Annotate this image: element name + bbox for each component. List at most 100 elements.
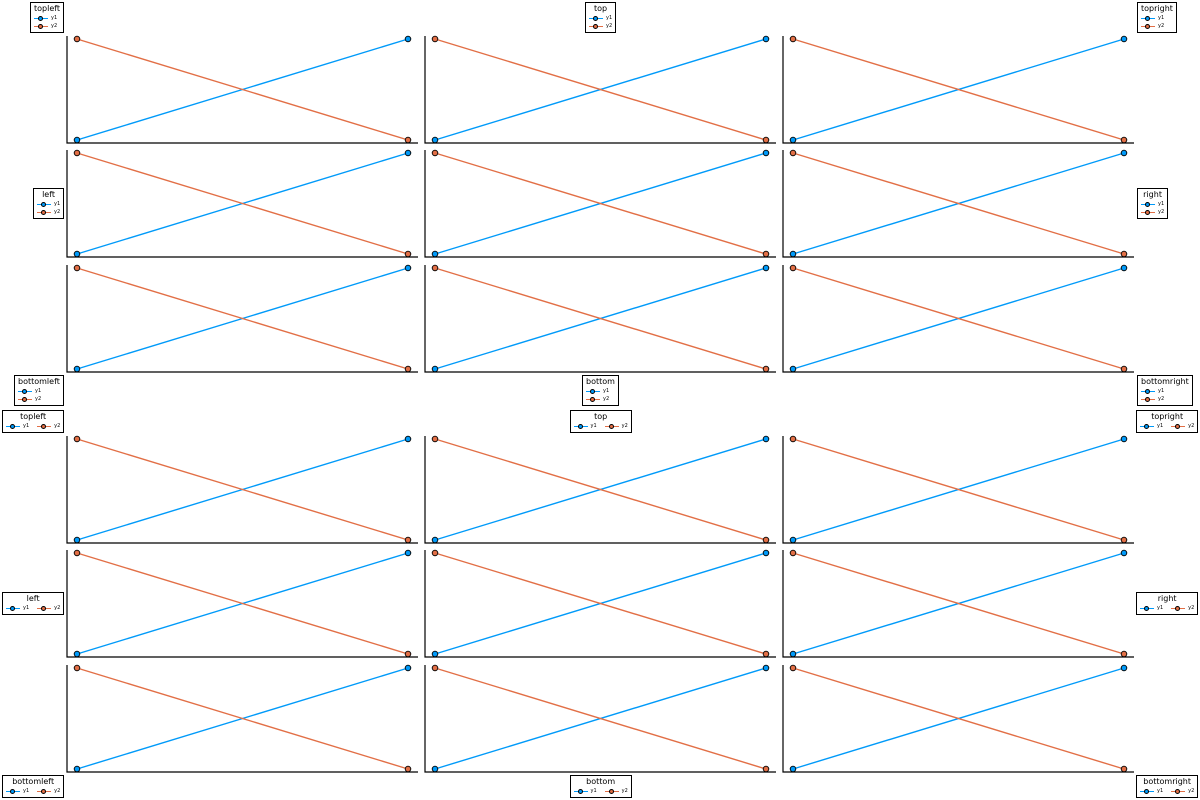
data-point-y1-2 — [404, 435, 412, 443]
legend-marker-icon — [6, 787, 20, 795]
legend-marker-icon — [1140, 787, 1154, 795]
data-point-y1-2 — [404, 264, 412, 272]
legend-entry-y2: y2 — [604, 422, 628, 430]
data-point-y1-1 — [73, 536, 81, 544]
legend-label: y2 — [1158, 23, 1165, 29]
data-point-y1-2 — [404, 549, 412, 557]
data-point-y2-1 — [789, 664, 797, 672]
subplot-horizontal-legends-topright — [782, 435, 1134, 544]
data-point-y2-2 — [1120, 536, 1128, 544]
legend-marker-icon — [573, 422, 588, 430]
series-line-y2 — [76, 152, 409, 255]
data-point-y1-1 — [789, 765, 797, 773]
data-point-y2-1 — [789, 549, 797, 557]
series-line-y2 — [434, 438, 767, 541]
legend-label: y2 — [606, 23, 613, 29]
legend-title: bottom — [586, 777, 616, 786]
legend-entry-y1: y1 — [589, 14, 612, 22]
data-point-y2-1 — [73, 549, 81, 557]
legend-title: top — [594, 412, 608, 421]
data-point-y2-1 — [789, 264, 797, 272]
legend-label: y1 — [1157, 423, 1164, 429]
data-point-y1-1 — [789, 365, 797, 373]
legend-entry-y1: y1 — [6, 422, 29, 430]
axis-frame — [424, 436, 776, 544]
subplot-horizontal-legends-left — [66, 549, 418, 658]
legend-entry-y2: y2 — [37, 422, 60, 430]
legend-label: y1 — [1158, 15, 1165, 21]
subplot-vertical-legends-topright — [782, 35, 1134, 144]
subplot-vertical-legends-topleft — [66, 35, 418, 144]
series-line-y2 — [434, 38, 767, 141]
legend-label: y2 — [621, 788, 628, 794]
legend-label: y1 — [603, 388, 610, 394]
legend-marker-icon — [37, 208, 51, 216]
data-point-y1-1 — [73, 365, 81, 373]
data-point-y2-1 — [73, 149, 81, 157]
data-point-y2-2 — [762, 650, 770, 658]
data-point-y1-1 — [73, 650, 81, 658]
legend-label: y1 — [1157, 605, 1164, 611]
legend-marker-icon — [1141, 200, 1155, 208]
data-point-y1-2 — [404, 149, 412, 157]
legend-label: y1 — [1158, 388, 1165, 394]
legend-label: y2 — [621, 423, 628, 429]
legend-marker-icon — [1141, 387, 1155, 395]
series-line-y2 — [792, 38, 1125, 141]
data-point-y1-2 — [404, 664, 412, 672]
legend-marker-icon — [1171, 787, 1186, 795]
series-line-y2 — [792, 267, 1125, 370]
data-point-y2-1 — [431, 435, 439, 443]
data-point-y1-2 — [762, 264, 770, 272]
data-point-y2-2 — [404, 136, 412, 144]
legend-title: left — [26, 594, 40, 603]
data-point-y1-2 — [404, 35, 412, 43]
legend-label: y1 — [590, 788, 597, 794]
legend-marker-icon — [1171, 604, 1186, 612]
data-point-y1-2 — [762, 35, 770, 43]
legend-label: y2 — [1188, 423, 1195, 429]
data-point-y1-1 — [431, 650, 439, 658]
data-point-y2-2 — [762, 365, 770, 373]
data-point-y1-1 — [789, 250, 797, 258]
data-point-y2-1 — [431, 264, 439, 272]
data-point-y2-2 — [404, 365, 412, 373]
legend-marker-icon — [589, 14, 603, 22]
subplot-horizontal-legends-bottom — [424, 664, 776, 773]
legend-label: y2 — [54, 788, 61, 794]
legend-marker-icon — [1141, 22, 1155, 30]
series-line-y2 — [434, 552, 767, 655]
subplot-vertical-legends-none — [424, 149, 776, 258]
legend-label: y2 — [51, 23, 58, 29]
axis-frame — [424, 36, 776, 144]
data-point-y1-2 — [1120, 549, 1128, 557]
data-point-y1-1 — [73, 136, 81, 144]
legend-title: right — [1143, 190, 1162, 199]
data-point-y2-2 — [404, 250, 412, 258]
data-point-y1-1 — [789, 136, 797, 144]
legend-entry-y2: y2 — [37, 208, 60, 216]
legend-horizontal-legends-bottom: bottom y1 y2 — [569, 775, 632, 798]
legend-marker-icon — [1141, 395, 1155, 403]
series-line-y2 — [434, 667, 767, 770]
data-point-y2-2 — [1120, 765, 1128, 773]
legend-marker-icon — [586, 387, 600, 395]
data-point-y2-1 — [73, 35, 81, 43]
legend-entry-y1: y1 — [34, 14, 57, 22]
legend-title: top — [594, 4, 608, 13]
legend-label: y2 — [54, 209, 61, 215]
data-point-y2-2 — [404, 765, 412, 773]
legend-label: y2 — [603, 396, 610, 402]
legend-label: y2 — [54, 423, 61, 429]
legend-entry-y2: y2 — [1141, 395, 1164, 403]
data-point-y1-2 — [1120, 664, 1128, 672]
